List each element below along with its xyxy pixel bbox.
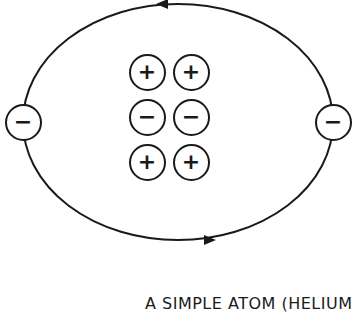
charge-sign: +: [182, 61, 200, 83]
charge-sign: −: [138, 106, 156, 128]
charge-sign: +: [182, 151, 200, 173]
orbit-arrow: [204, 235, 216, 245]
proton-circle: +: [173, 144, 210, 181]
proton-circle: +: [173, 54, 210, 91]
nuclear-electron-circle: −: [173, 99, 210, 136]
charge-sign: −: [14, 111, 32, 133]
charge-sign: +: [138, 151, 156, 173]
orbit-circle: [23, 4, 333, 240]
nuclear-electron-circle: −: [129, 99, 166, 136]
charge-sign: −: [182, 106, 200, 128]
charge-sign: +: [138, 61, 156, 83]
orbit-arrow: [156, 0, 168, 9]
charge-sign: −: [324, 111, 342, 133]
proton-circle: +: [129, 144, 166, 181]
proton-circle: +: [129, 54, 166, 91]
electron-circle: −: [315, 104, 352, 141]
electron-circle: −: [5, 104, 42, 141]
figure-caption: A SIMPLE ATOM (HELIUM: [145, 294, 352, 313]
